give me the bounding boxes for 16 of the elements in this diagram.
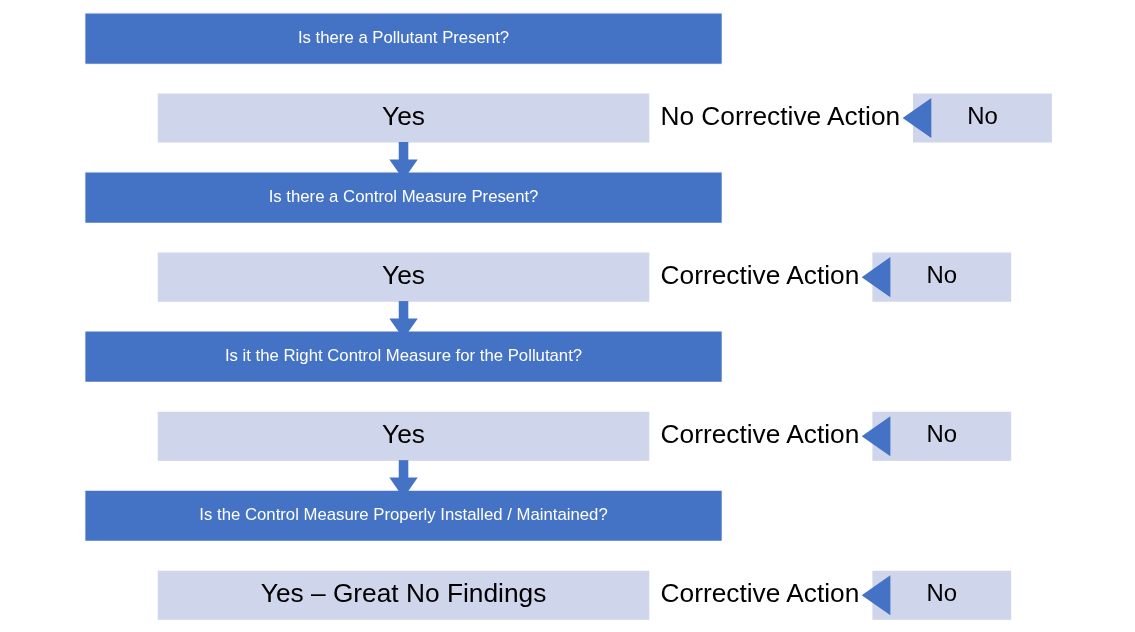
node-box: Yes: [157, 252, 649, 302]
node-box: Yes: [157, 411, 649, 461]
arrow: [861, 257, 890, 298]
node-box: Is there a Pollutant Present?: [83, 12, 723, 65]
node-box: Is it the Right Control Measure for the Pollutant?: [83, 330, 723, 383]
node-box: Yes – Great No Findings: [157, 570, 649, 620]
arrow: [902, 97, 931, 139]
node-box: Is the Control Measure Properly Installed / Maintained?: [83, 489, 723, 543]
arrow: [861, 416, 890, 457]
node-box: Is there a Control Measure Present?: [83, 171, 723, 224]
node-text: Corrective Action: [660, 418, 859, 449]
node-box: Yes: [157, 93, 649, 143]
arrow: [861, 575, 890, 616]
node-text: No Corrective Action: [659, 100, 900, 131]
node-text: Corrective Action: [660, 577, 859, 608]
node-text: Corrective Action: [660, 259, 859, 290]
